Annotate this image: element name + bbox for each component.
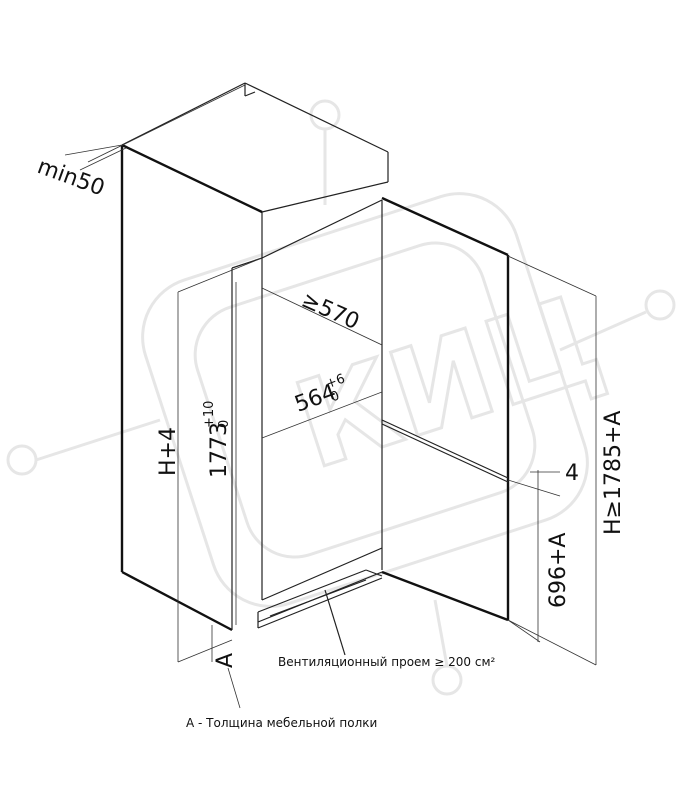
dimension-lines — [64, 84, 597, 709]
ventilation-grille — [257, 569, 383, 656]
width-tol-plus: +6 — [324, 372, 347, 393]
height-label: 1773 +10 0 — [202, 401, 232, 478]
ventilation-note: Вентиляционный проем ≥ 200 см² — [278, 655, 496, 669]
niche-height-label: H≥1785+A — [601, 411, 626, 535]
watermark-logo: КИЦ — [6, 99, 676, 696]
cabinet — [120, 82, 389, 632]
min-gap-label: min50 — [34, 154, 108, 201]
depth-min-label: ≥570 — [298, 288, 363, 335]
overall-height-label: H+4 — [156, 427, 181, 476]
fridge-door — [381, 196, 510, 622]
height-tol-plus: +10 — [202, 401, 217, 428]
lower-height-label: 696+A — [546, 533, 571, 608]
shelf-thickness-label: A — [213, 653, 238, 668]
height-tol-minus: 0 — [217, 420, 232, 428]
height-main-label: 1773 — [207, 422, 232, 478]
gap-4-label: 4 — [565, 461, 579, 486]
shelf-legend: А - Толщина мебельной полки — [186, 716, 377, 730]
